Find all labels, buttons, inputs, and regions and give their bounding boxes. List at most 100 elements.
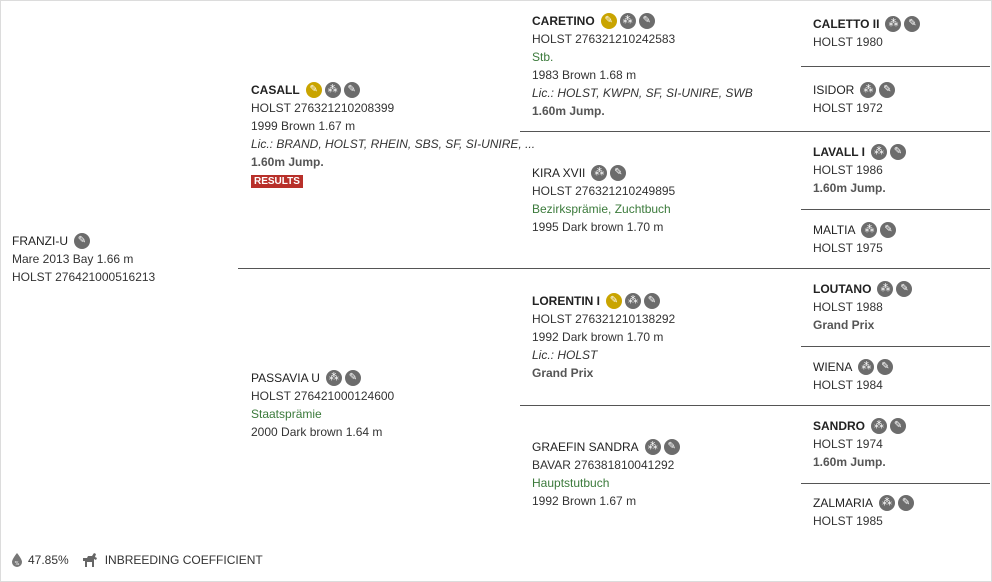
divider: [801, 346, 990, 347]
horse-id: BAVAR 276381810041292: [532, 458, 675, 472]
pencil-icon[interactable]: ✎: [879, 82, 896, 98]
horse-id: HOLST 276321210138292: [532, 312, 676, 326]
horse-details: HOLST 1985: [813, 514, 883, 528]
horse-name[interactable]: SANDRO: [813, 419, 866, 433]
divider: [801, 209, 990, 210]
pedigree-icon[interactable]: ⁂: [885, 16, 902, 32]
horse-details: 1999 Brown 1.67 m: [251, 119, 356, 133]
gen3-horse: ZALMARIA ⁂ ✎ HOLST 1985: [813, 494, 915, 530]
performance-level: 1.60m Jump.: [532, 104, 605, 118]
divider: [238, 268, 990, 269]
licence-text: Lic.: BRAND, HOLST, RHEIN, SBS, SF, SI-U…: [251, 137, 536, 151]
pencil-icon[interactable]: ✎: [606, 293, 622, 309]
pedigree-icon[interactable]: ⁂: [858, 359, 875, 375]
horse-name[interactable]: WIENA: [813, 360, 853, 374]
svg-text:%: %: [15, 561, 20, 567]
horse-details: 2000 Dark brown 1.64 m: [251, 425, 383, 439]
dam-horse: PASSAVIA U ⁂ ✎ HOLST 276421000124600 Sta…: [251, 369, 394, 441]
pedigree-icon[interactable]: ⁂: [324, 82, 341, 98]
horse-details: 1983 Brown 1.68 m: [532, 68, 637, 82]
gen3-horse: MALTIA ⁂ ✎ HOLST 1975: [813, 221, 897, 257]
gen3-horse: LOUTANO ⁂ ✎ HOLST 1988 Grand Prix: [813, 280, 913, 334]
divider: [520, 405, 990, 406]
performance-level: 1.60m Jump.: [813, 455, 886, 469]
pencil-icon[interactable]: ✎: [877, 359, 894, 375]
pencil-icon[interactable]: ✎: [880, 222, 897, 238]
horse-details: HOLST 1984: [813, 378, 883, 392]
horse-name[interactable]: MALTIA: [813, 223, 856, 237]
horse-name[interactable]: CASALL: [251, 83, 300, 97]
horse-name[interactable]: LORENTIN I: [532, 294, 600, 308]
horse-name[interactable]: LAVALL I: [813, 145, 865, 159]
horse-name[interactable]: PASSAVIA U: [251, 371, 320, 385]
performance-level: Grand Prix: [813, 318, 875, 332]
pencil-icon[interactable]: ✎: [890, 144, 906, 160]
horse-details: HOLST 1972: [813, 101, 883, 115]
sire-horse: CASALL ✎ ⁂ ✎ HOLST 276321210208399 1999 …: [251, 81, 535, 189]
horse-name[interactable]: FRANZI-U: [12, 234, 68, 248]
horse-name[interactable]: ISIDOR: [813, 83, 855, 97]
studbook-text: Stb.: [532, 50, 554, 64]
pencil-icon[interactable]: ✎: [610, 165, 627, 181]
horse-details: 1992 Brown 1.67 m: [532, 494, 637, 508]
horse-name[interactable]: CALETTO II: [813, 17, 880, 31]
studbook-text: Hauptstutbuch: [532, 476, 610, 490]
pedigree-icon[interactable]: ⁂: [871, 144, 887, 160]
horse-details: 1992 Dark brown 1.70 m: [532, 330, 664, 344]
pedigree-icon[interactable]: ⁂: [879, 495, 896, 511]
inbreeding-percent: 47.85%: [28, 553, 69, 567]
horse-id: HOLST 276321210242583: [532, 32, 676, 46]
horse-id: HOLST 276421000124600: [251, 389, 395, 403]
studbook-text: Staatsprämie: [251, 407, 322, 421]
gen3-horse: LAVALL I ⁂ ✎ HOLST 1986 1.60m Jump.: [813, 143, 906, 197]
pedigree-icon[interactable]: ⁂: [860, 82, 877, 98]
horse-name[interactable]: CARETINO: [532, 14, 595, 28]
horse-name[interactable]: KIRA XVII: [532, 166, 586, 180]
pencil-icon[interactable]: ✎: [638, 13, 655, 29]
horse-details: HOLST 1980: [813, 35, 883, 49]
pencil-icon[interactable]: ✎: [344, 370, 361, 386]
pedigree-icon[interactable]: ⁂: [625, 293, 641, 309]
pencil-icon[interactable]: ✎: [890, 418, 907, 434]
licence-text: Lic.: HOLST, KWPN, SF, SI-UNIRE, SWB: [532, 86, 753, 100]
pencil-icon[interactable]: ✎: [896, 281, 913, 297]
performance-level: 1.60m Jump.: [813, 181, 886, 195]
pencil-icon[interactable]: ✎: [898, 495, 915, 511]
pencil-icon[interactable]: ✎: [305, 82, 322, 98]
gen3-horse: CALETTO II ⁂ ✎ HOLST 1980: [813, 15, 921, 51]
pencil-icon[interactable]: ✎: [904, 16, 921, 32]
performance-level: 1.60m Jump.: [251, 155, 324, 169]
horse-details: HOLST 1974: [813, 437, 883, 451]
pedigree-icon[interactable]: ⁂: [591, 165, 608, 181]
divider: [801, 66, 990, 67]
pedigree-icon[interactable]: ⁂: [871, 418, 888, 434]
pedigree-icon[interactable]: ⁂: [325, 370, 342, 386]
subject-horse: FRANZI-U ✎ Mare 2013 Bay 1.66 m HOLST 27…: [12, 232, 155, 286]
pedigree-icon[interactable]: ⁂: [644, 439, 661, 455]
drop-icon: %: [12, 553, 22, 567]
horse-name[interactable]: GRAEFIN SANDRA: [532, 440, 639, 454]
inbreeding-label: INBREEDING COEFFICIENT: [104, 553, 263, 567]
pencil-icon[interactable]: ✎: [644, 293, 660, 309]
horse-id: HOLST 276421000516213: [12, 270, 156, 284]
horse-icon: [82, 553, 97, 567]
pencil-icon[interactable]: ✎: [663, 439, 680, 455]
results-button[interactable]: RESULTS: [251, 175, 303, 188]
gen3-horse: SANDRO ⁂ ✎ HOLST 1974 1.60m Jump.: [813, 417, 907, 471]
pencil-icon[interactable]: ✎: [74, 233, 90, 249]
horse-details: Mare 2013 Bay 1.66 m: [12, 252, 134, 266]
divider: [801, 483, 990, 484]
dam-dam-horse: GRAEFIN SANDRA ⁂ ✎ BAVAR 276381810041292…: [532, 438, 680, 510]
pencil-icon[interactable]: ✎: [600, 13, 617, 29]
pedigree-icon[interactable]: ⁂: [877, 281, 894, 297]
horse-name[interactable]: ZALMARIA: [813, 496, 874, 510]
pencil-icon[interactable]: ✎: [343, 82, 360, 98]
inbreeding-footer: % 47.85% INBREEDING COEFFICIENT: [12, 552, 263, 568]
pedigree-icon[interactable]: ⁂: [861, 222, 878, 238]
sire-sire-horse: CARETINO ✎ ⁂ ✎ HOLST 276321210242583 Stb…: [532, 12, 753, 120]
divider: [520, 131, 990, 132]
dam-sire-horse: LORENTIN I ✎ ⁂ ✎ HOLST 276321210138292 1…: [532, 292, 675, 382]
horse-name[interactable]: LOUTANO: [813, 282, 872, 296]
pedigree-icon[interactable]: ⁂: [619, 13, 636, 29]
horse-details: 1995 Dark brown 1.70 m: [532, 220, 664, 234]
